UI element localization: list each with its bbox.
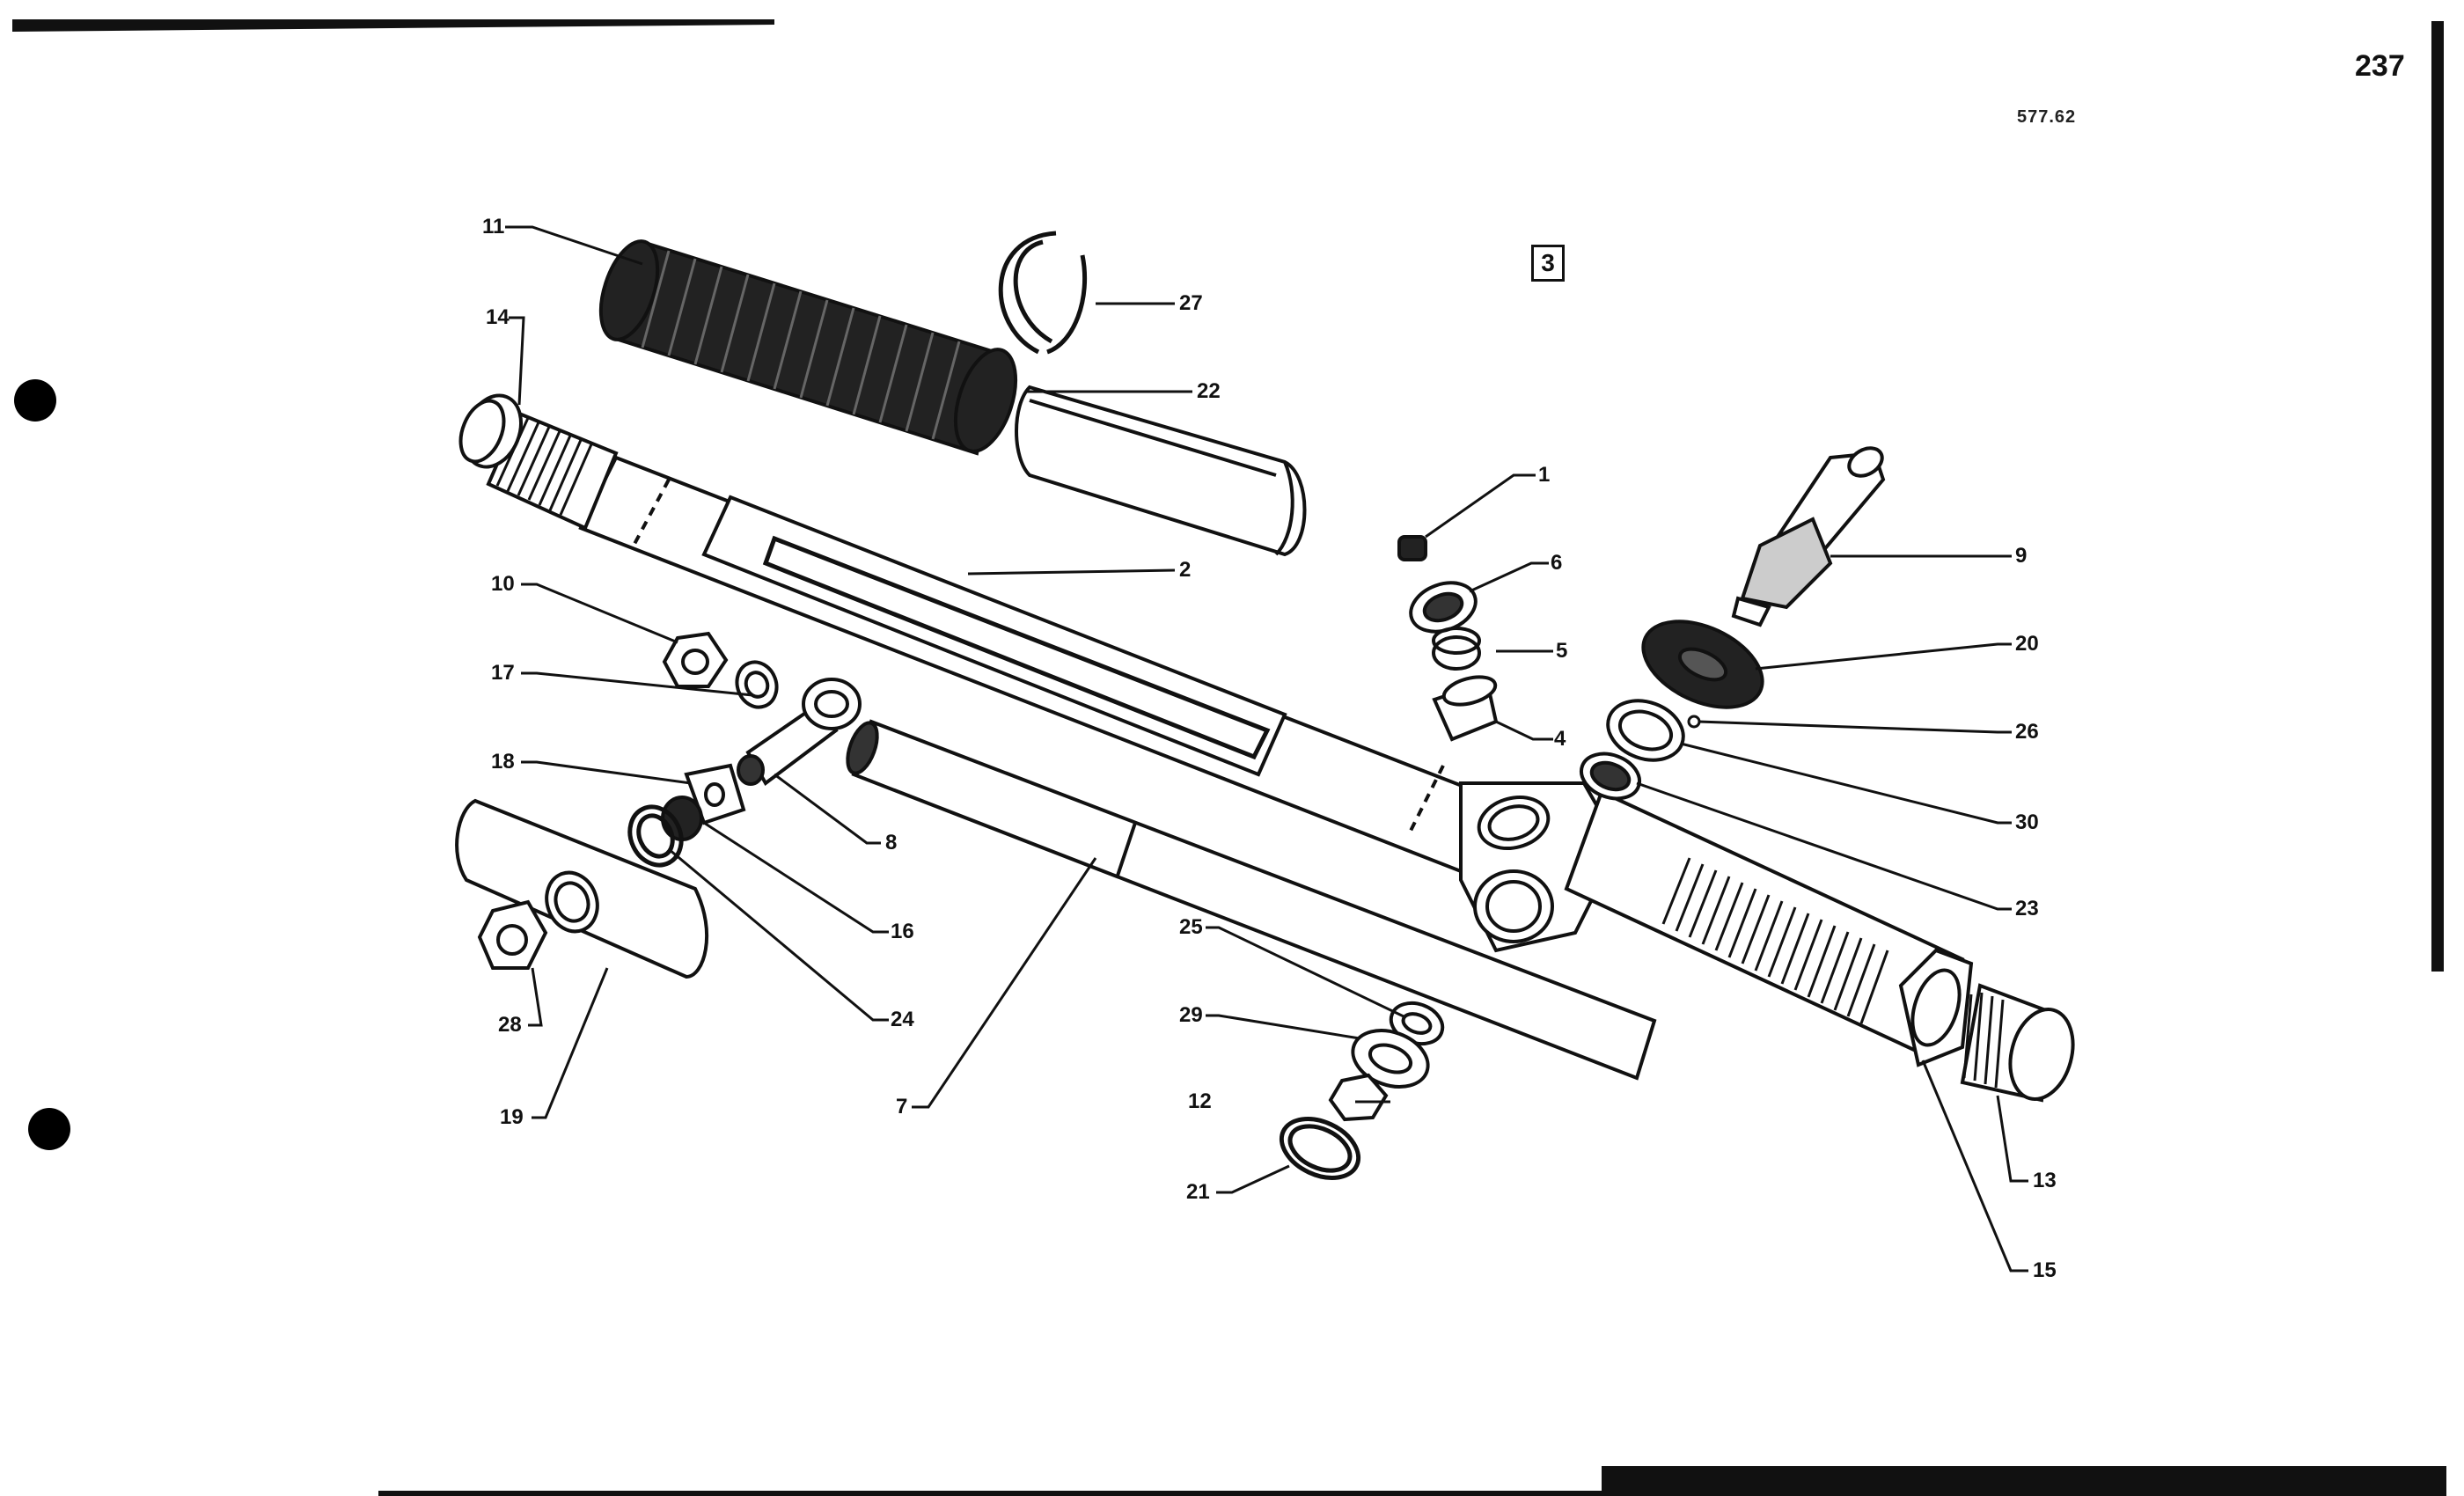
callout-21: 21 [1186, 1180, 1210, 1204]
hex-nut [1328, 1073, 1389, 1122]
callout-16: 16 [891, 920, 914, 943]
callout-8: 8 [885, 831, 898, 854]
callout-15: 15 [2033, 1258, 2057, 1282]
callout-6: 6 [1551, 551, 1563, 575]
callout-5: 5 [1556, 639, 1568, 663]
section-marker: 3 [1531, 245, 1565, 282]
ball [1687, 715, 1701, 729]
rubber-bellows [598, 239, 1018, 456]
callout-4: 4 [1554, 727, 1566, 751]
callout-25: 25 [1179, 915, 1203, 939]
pinion-shaft [1731, 446, 1886, 627]
bottom-border-bar [1602, 1466, 2446, 1496]
lock-washer [735, 660, 779, 709]
callout-22: 22 [1197, 379, 1221, 403]
half-shell-sleeve [1015, 385, 1307, 557]
end-cap [1960, 983, 2075, 1103]
callout-1: 1 [1538, 463, 1551, 487]
rack-bar [846, 719, 1657, 1081]
callout-29: 29 [1179, 1003, 1203, 1027]
callout-20: 20 [2015, 632, 2039, 656]
coil-spring [1432, 627, 1481, 671]
callout-9: 9 [2015, 544, 2028, 568]
sealing-ring [627, 804, 684, 868]
callout-11: 11 [482, 215, 505, 238]
callout-19: 19 [500, 1105, 524, 1129]
callout-18: 18 [491, 750, 515, 774]
rack-housing-tube [578, 455, 1499, 874]
callout-24: 24 [891, 1008, 914, 1031]
callout-7: 7 [896, 1095, 908, 1118]
punch-hole-top [14, 379, 56, 422]
needle-bearing [1580, 752, 1641, 801]
punch-hole-bottom [28, 1108, 70, 1150]
page-number: 237 [2355, 49, 2405, 83]
adjuster-nut [1409, 581, 1478, 634]
callout-10: 10 [491, 572, 515, 596]
callout-27: 27 [1179, 291, 1203, 315]
flange-nut [477, 899, 548, 970]
callout-28: 28 [498, 1013, 522, 1037]
left-threaded-sleeve [458, 393, 619, 531]
tie-rod-end [737, 678, 862, 786]
leader-lines [505, 225, 2028, 1272]
plug-screw [1397, 535, 1427, 561]
cover-disc [1279, 1117, 1361, 1180]
callout-26: 26 [2015, 720, 2039, 744]
right-border-bar [2431, 21, 2444, 972]
top-border-bar [12, 19, 774, 32]
callout-30: 30 [2015, 810, 2039, 834]
spring-washer [1351, 1029, 1430, 1089]
callout-17: 17 [491, 661, 515, 685]
callout-14: 14 [486, 305, 510, 329]
callout-23: 23 [2015, 897, 2039, 920]
drawing-code: 577.62 [2017, 107, 2077, 127]
thrust-pad [1432, 675, 1499, 742]
wire-clip [998, 231, 1088, 355]
castle-nut [662, 631, 729, 688]
clamp-sleeve [455, 798, 708, 979]
callout-12: 12 [1188, 1089, 1212, 1113]
bottom-border-line [378, 1491, 1610, 1496]
right-threaded-tube [1564, 789, 1974, 1067]
pinion-seal [1641, 620, 1764, 709]
rack-valve-body [1459, 781, 1622, 953]
callout-13: 13 [2033, 1169, 2057, 1192]
callout-2: 2 [1179, 558, 1192, 582]
